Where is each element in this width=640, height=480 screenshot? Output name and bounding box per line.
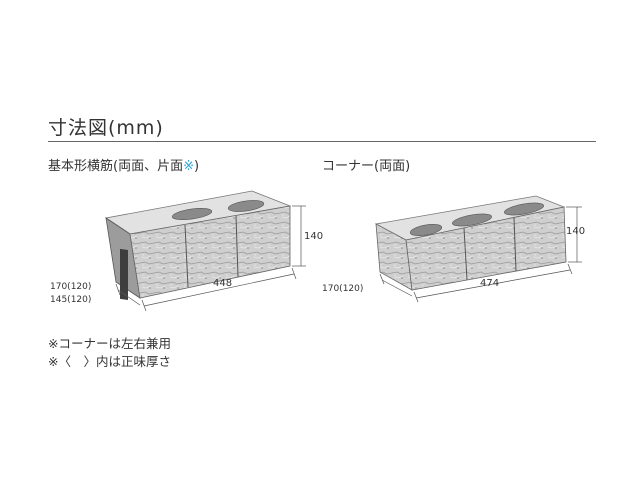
basic-block-joint-2 (235, 215, 239, 278)
caption-basic-text: 基本形横筋(両面、片面 (48, 159, 184, 174)
caption-basic-close: ) (193, 159, 200, 174)
basic-block-depth-label-a: 170(120) (50, 282, 91, 292)
corner-block-cavity-3 (503, 202, 545, 216)
basic-block-cavity-1 (171, 208, 213, 220)
corner-block-joint-2 (513, 217, 517, 272)
basic-block-height-label: 140 (304, 231, 323, 242)
corner-block-length-label: 474 (480, 278, 499, 289)
corner-block-depth-label: 170(120) (322, 284, 363, 294)
corner-block-joint-1 (463, 227, 468, 281)
corner-block-cavity-2 (451, 213, 493, 227)
basic-block-channel (120, 248, 128, 300)
notes: ※コーナーは左右兼用 ※〈 〉内は正味厚さ (48, 335, 171, 371)
corner-block-height-label: 140 (566, 226, 585, 237)
note-thickness: ※〈 〉内は正味厚さ (48, 354, 171, 369)
caption-note-mark: ※ (183, 159, 194, 174)
basic-block-drawing (104, 190, 292, 300)
corner-block-dimensions (379, 206, 582, 303)
caption-basic-block: 基本形横筋(両面、片面※) (48, 155, 199, 174)
title-divider (48, 141, 596, 142)
basic-block-cavity-2 (227, 200, 265, 212)
basic-block-joint-1 (184, 224, 189, 288)
caption-corner-block: コーナー(両面) (322, 159, 411, 174)
corner-block-front-face (405, 206, 567, 291)
basic-block-depth-label-b: 145(120) (50, 295, 91, 305)
note-corner: ※コーナーは左右兼用 (48, 336, 171, 351)
corner-block-drawing (374, 195, 567, 291)
basic-block-length-label: 448 (213, 278, 232, 289)
basic-block-dimensions (115, 205, 306, 312)
page-title: 寸法図(mm) (48, 117, 164, 139)
corner-block-cavity-1 (409, 224, 443, 236)
basic-block-front-face (129, 205, 291, 299)
